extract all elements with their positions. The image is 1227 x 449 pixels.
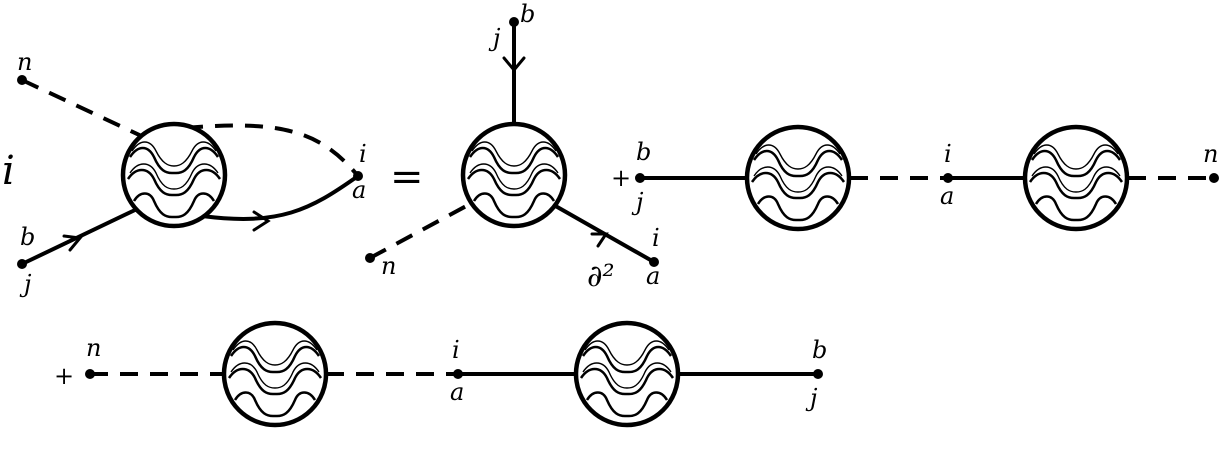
rhs1-arrow-out-icon [590, 232, 609, 248]
rhs3-blob-2 [576, 323, 678, 425]
label-a: a [450, 378, 464, 406]
label-j: j [805, 384, 818, 412]
rhs1-vertex-n [365, 253, 375, 263]
rhs1-arrow-down-icon [502, 56, 526, 73]
rhs1-dashed-line-n [369, 202, 471, 260]
label-n: n [86, 334, 101, 362]
plus-sign: + [611, 164, 631, 192]
lhs-arrow-in-icon [62, 234, 83, 252]
rhs3-blob-1 [224, 323, 326, 425]
rhs2-vertex-bj [635, 173, 645, 183]
label-j: j [488, 24, 501, 52]
label-a: a [646, 262, 660, 290]
lhs-arrow-right-icon [252, 210, 271, 232]
label-i: i [652, 224, 660, 252]
lhs-solid-line-out [200, 174, 360, 221]
label-n: n [1203, 140, 1218, 168]
lhs-dashed-line-n [21, 78, 151, 142]
equals-sign: = [390, 154, 424, 200]
plus-sign: + [54, 362, 74, 390]
label-a: a [352, 176, 366, 204]
label-i: i [359, 140, 367, 168]
label-n: n [381, 252, 396, 280]
rhs3-vertex-bj [813, 369, 823, 379]
lhs-vertex-ia [353, 171, 363, 181]
rhs1-vertex-ia [649, 257, 659, 267]
label-a: a [940, 182, 954, 210]
label-b: b [520, 0, 535, 28]
label-j: j [631, 188, 644, 216]
lhs-blob-vertex [123, 124, 225, 226]
label-n: n [17, 48, 32, 76]
rhs3-vertex-n [85, 369, 95, 379]
label-i: i [452, 336, 460, 364]
lhs-vertex-bj [17, 259, 27, 269]
rhs1-blob-vertex [463, 124, 565, 226]
label-b: b [636, 138, 651, 166]
label-b: b [812, 336, 827, 364]
label-b: b [20, 223, 35, 251]
label-i: i [944, 140, 952, 168]
rhs2-blob-1 [747, 127, 849, 229]
rhs2-vertex-ia [943, 173, 953, 183]
rhs2-vertex-n [1209, 173, 1219, 183]
rhs2-blob-2 [1025, 127, 1127, 229]
laplacian-symbol: ∂² [587, 259, 615, 294]
lhs-factor-i: i [2, 148, 15, 194]
lhs-vertex-n [17, 75, 27, 85]
rhs3-vertex-ia [453, 369, 463, 379]
label-j: j [19, 270, 32, 298]
rhs1-vertex-bj [509, 17, 519, 27]
lhs-dashed-loop [184, 123, 360, 178]
